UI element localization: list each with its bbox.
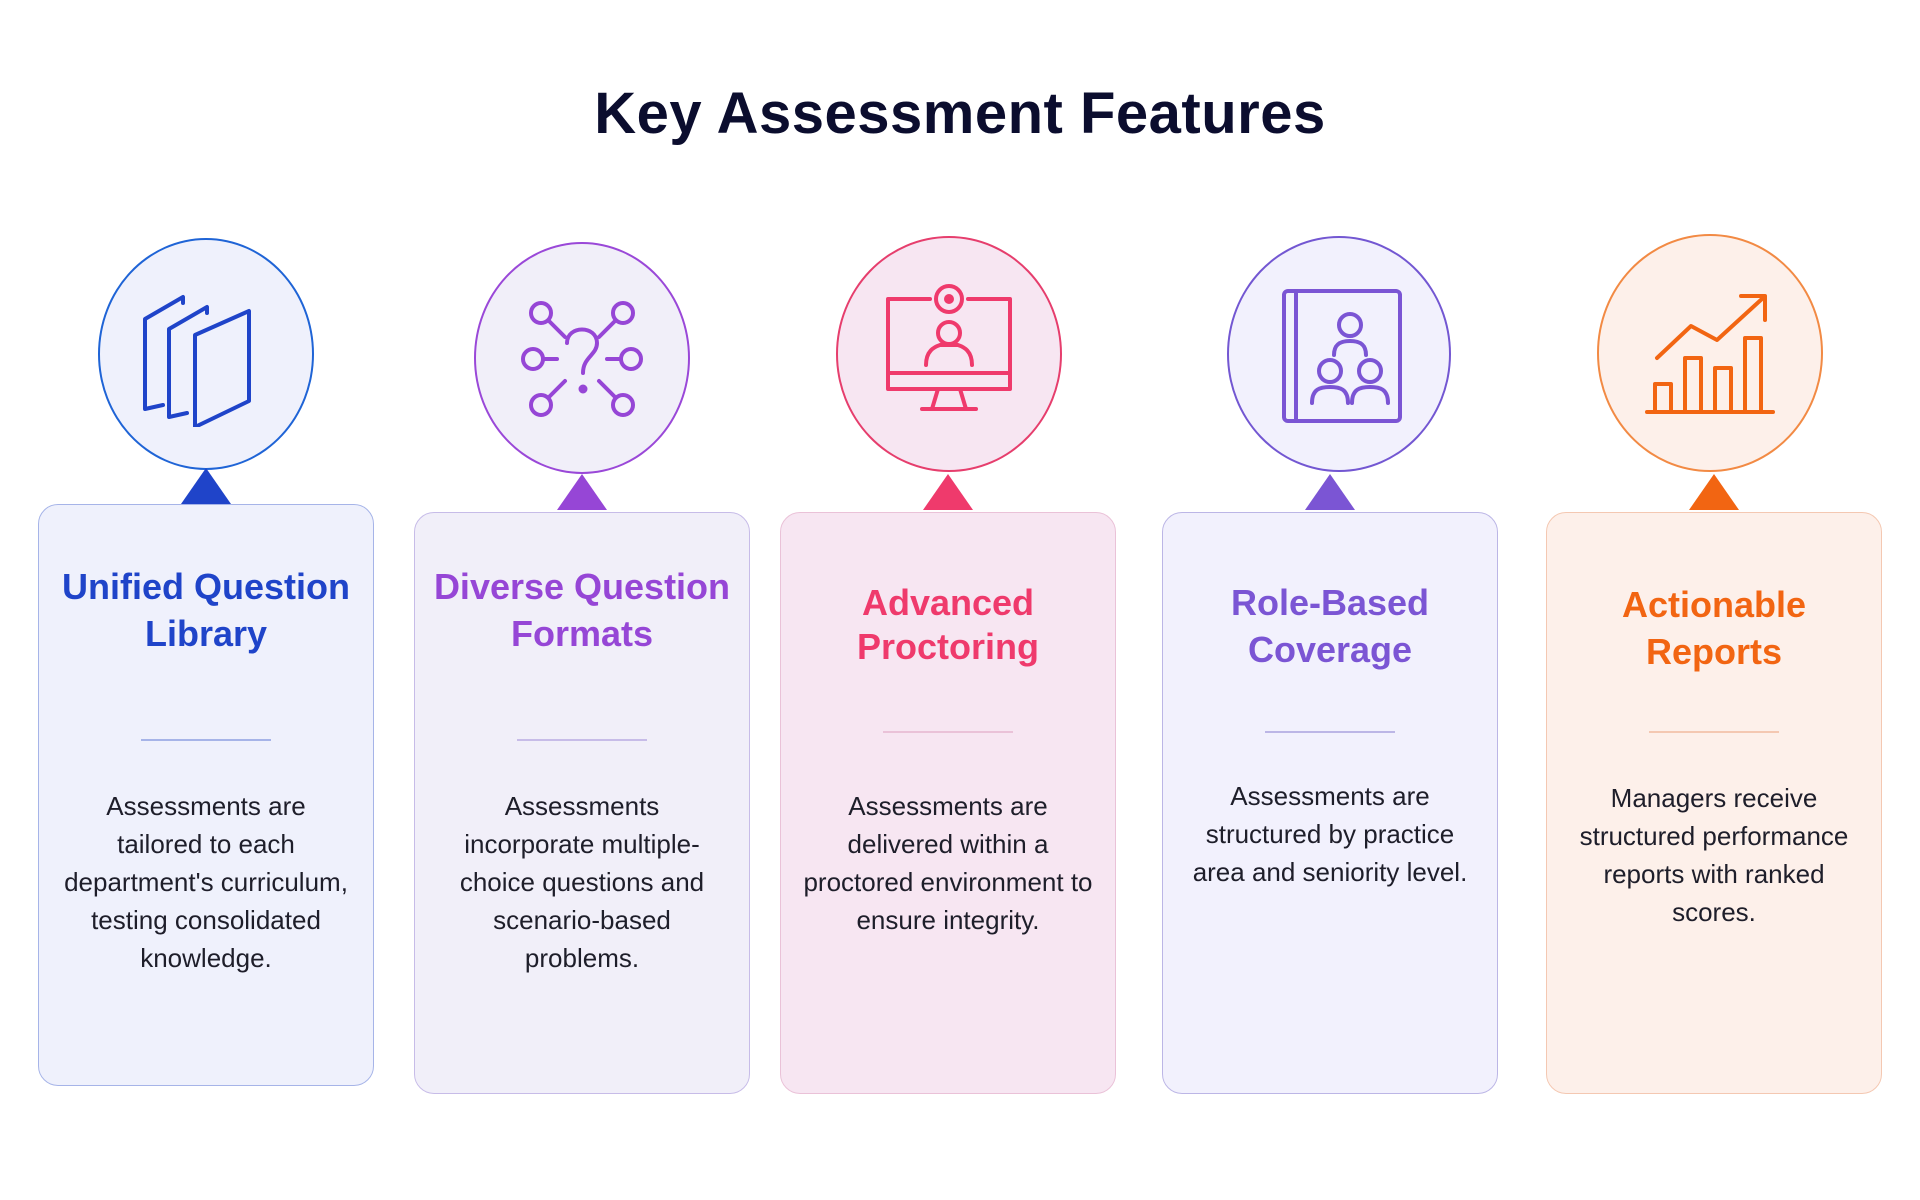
feature-diverse-question-formats: Diverse Question Formats Assessments inc… [414, 0, 750, 1200]
card-pointer [1305, 474, 1355, 510]
feature-title: Unified Question Library [62, 566, 350, 654]
divider [883, 731, 1013, 733]
feature-card: Diverse Question Formats Assessments inc… [414, 512, 750, 1094]
feature-icon-circle [98, 238, 314, 470]
card-pointer [1689, 474, 1739, 510]
feature-icon-circle [1597, 234, 1823, 472]
card-pointer [923, 474, 973, 510]
feature-description: Assessments are tailored to each departm… [64, 791, 348, 973]
feature-description: Managers receive structured performance … [1579, 783, 1849, 927]
divider [1265, 731, 1395, 733]
feature-icon-circle [1227, 236, 1451, 472]
feature-role-based-coverage: Role-Based Coverage Assessments are stru… [1162, 0, 1498, 1200]
feature-icon-circle [474, 242, 690, 474]
feature-title: Diverse Question Formats [433, 566, 731, 654]
feature-card: Advanced Proctoring Assessments are deli… [780, 512, 1116, 1094]
feature-description: Assessments are delivered within a proct… [803, 791, 1093, 935]
feature-advanced-proctoring: Advanced Proctoring Assessments are deli… [780, 0, 1116, 1200]
growth-chart-icon [1635, 276, 1785, 431]
feature-unified-question-library: Unified Question Library Assessments are… [38, 0, 374, 1200]
card-pointer [557, 474, 607, 510]
proctored-monitor-icon [874, 277, 1024, 432]
feature-title: Advanced Proctoring [856, 582, 1039, 667]
feature-description: Assessments incorporate multiple-choice … [459, 791, 705, 973]
divider [517, 739, 647, 741]
feature-icon-circle [836, 236, 1062, 472]
feature-card: Unified Question Library Assessments are… [38, 504, 374, 1086]
divider [1649, 731, 1779, 733]
feature-title: Role-Based Coverage [1230, 582, 1430, 670]
team-directory-icon [1264, 277, 1414, 432]
feature-title: Actionable Reports [1621, 584, 1807, 672]
stacked-cards-icon [131, 277, 281, 432]
feature-card: Actionable Reports Managers receive stru… [1546, 512, 1882, 1094]
question-network-icon [507, 281, 657, 436]
feature-description: Assessments are structured by practice a… [1192, 781, 1468, 887]
feature-actionable-reports: Actionable Reports Managers receive stru… [1546, 0, 1882, 1200]
card-pointer [181, 468, 231, 504]
divider [141, 739, 271, 741]
page-title: Key Assessment Features [594, 81, 1326, 146]
feature-card: Role-Based Coverage Assessments are stru… [1162, 512, 1498, 1094]
